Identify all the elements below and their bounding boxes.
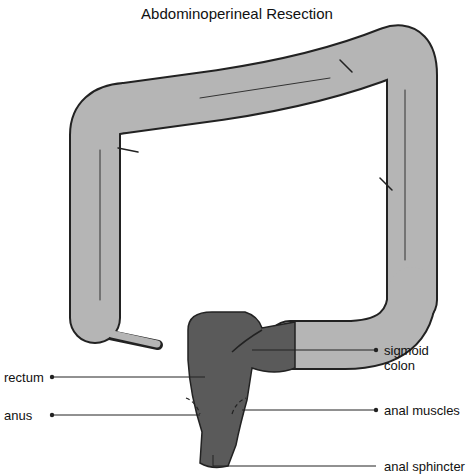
rectum-fold <box>232 330 262 352</box>
part-label: sigmoid colon <box>384 343 454 373</box>
leader-dot <box>374 408 378 412</box>
haustra-mark <box>118 148 138 152</box>
colon-detail <box>200 78 330 98</box>
leader-line <box>252 350 376 351</box>
part-label: anal muscles <box>384 403 460 418</box>
haustra-mark <box>340 60 352 72</box>
leader-dot <box>374 348 378 352</box>
part-label: anal sphincter <box>384 459 465 474</box>
anal-muscle-arc <box>232 398 246 414</box>
leader-line <box>213 455 376 466</box>
part-label: anus <box>4 408 32 423</box>
colon-outline <box>95 50 412 318</box>
leader-dot <box>50 413 54 417</box>
sigmoid-outline <box>290 290 412 345</box>
leader-line <box>52 377 205 378</box>
leader-dot <box>50 375 54 379</box>
sigmoid-body <box>290 290 412 345</box>
resected-rectum <box>188 312 295 467</box>
colon-detail <box>405 90 406 260</box>
haustra-mark <box>380 178 392 190</box>
part-label: rectum <box>4 370 44 385</box>
colon-body <box>95 50 412 318</box>
leader-line <box>242 410 376 411</box>
appendix-outline <box>110 335 158 345</box>
colon-detail <box>100 150 101 300</box>
appendix-body <box>112 334 157 344</box>
leader-line <box>52 415 200 416</box>
anal-muscle-arc <box>186 398 200 414</box>
diagram-title: Abdominoperineal Resection <box>141 5 333 23</box>
